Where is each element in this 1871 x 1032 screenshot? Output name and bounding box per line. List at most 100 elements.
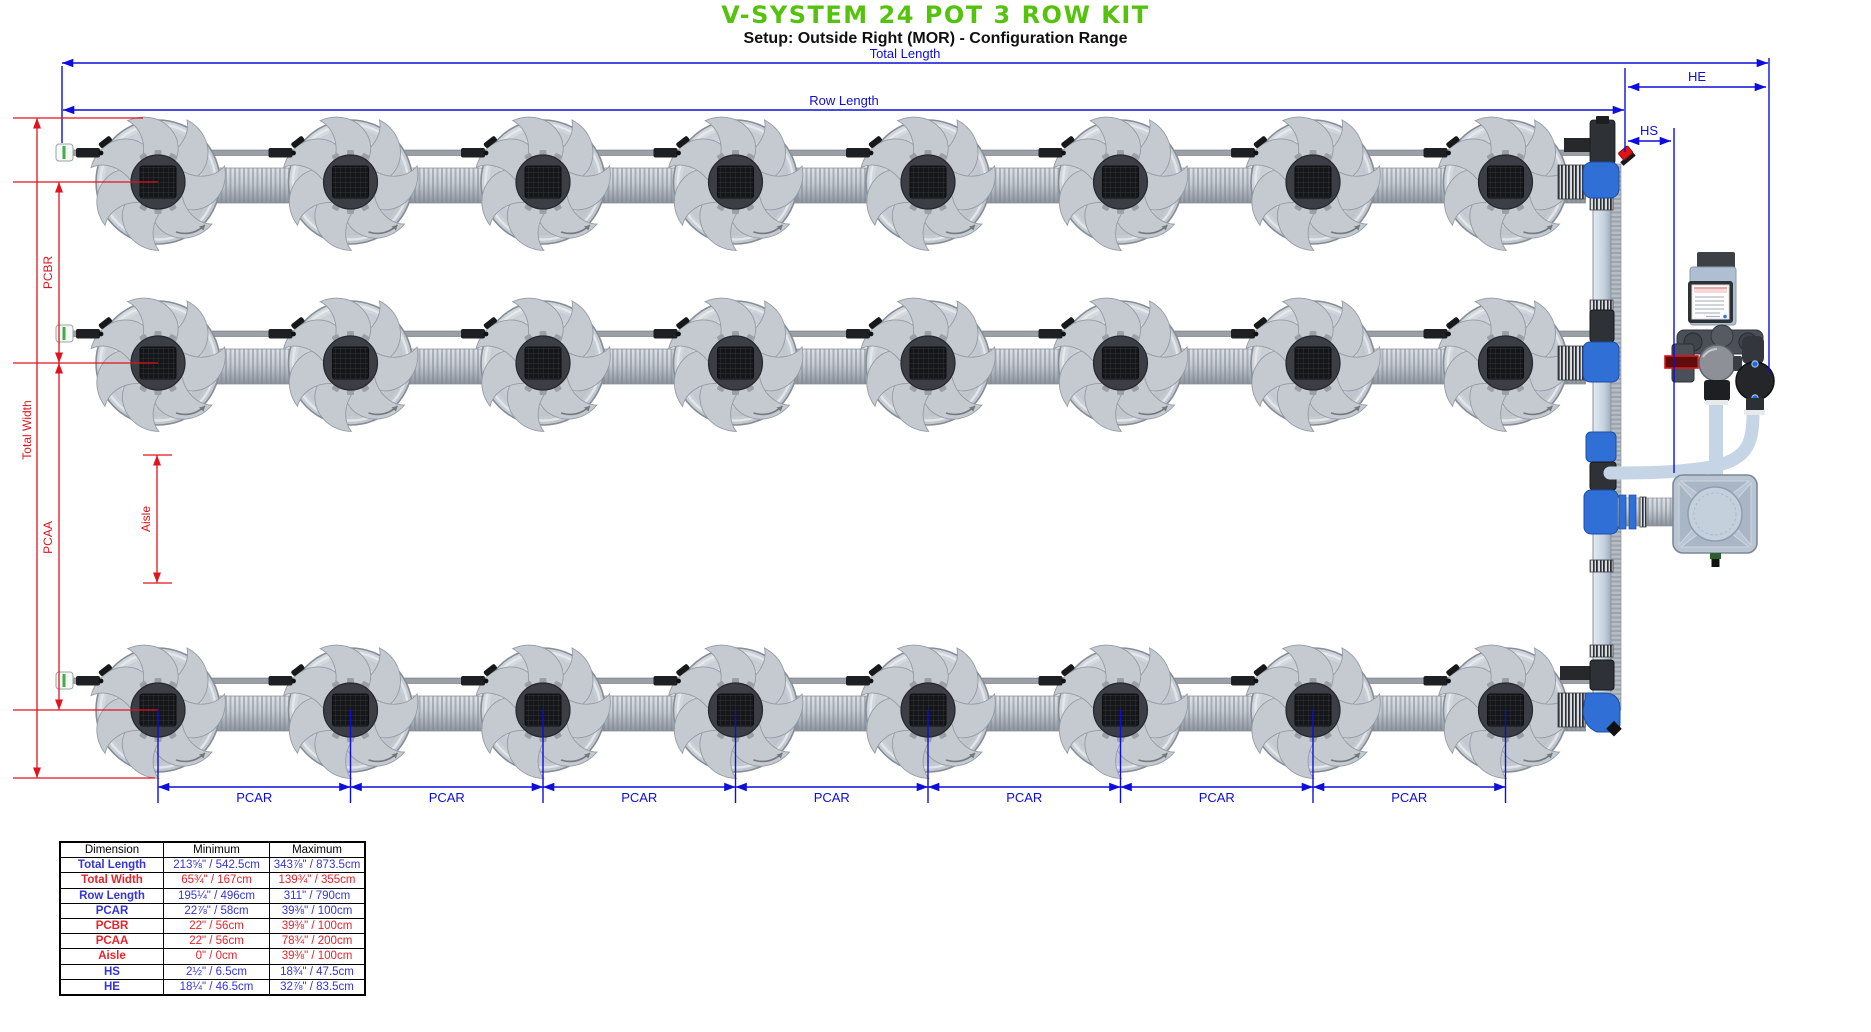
pcar-label: PCAR xyxy=(814,790,850,805)
dripper-barb xyxy=(98,136,112,148)
dripper-barb xyxy=(1446,664,1460,676)
dripper-fitting xyxy=(1423,148,1448,158)
pipe-clamp xyxy=(1589,559,1614,573)
dripper-fitting xyxy=(653,148,678,158)
dimension-max: 311" / 790cm xyxy=(269,887,366,904)
pot xyxy=(664,104,816,259)
pcar-label: PCAR xyxy=(1391,790,1427,805)
blue-clamp xyxy=(1628,494,1637,530)
dripper-barb xyxy=(483,664,497,676)
aisle-label: Aisle xyxy=(139,506,153,532)
dimension-min: 65¾" / 167cm xyxy=(163,872,270,889)
dripper-barb xyxy=(676,664,690,676)
row-length-label: Row Length xyxy=(809,93,878,108)
dimension-min: 18¼" / 46.5cm xyxy=(163,978,270,996)
dimension-min: 22" / 56cm xyxy=(163,933,270,950)
pipe-clamp xyxy=(1589,644,1614,658)
dimension-name: Total Length xyxy=(59,857,164,874)
dripper-barb xyxy=(1253,664,1267,676)
pot xyxy=(1241,104,1393,259)
total-width-label: Total Width xyxy=(20,400,34,459)
pot xyxy=(664,285,816,440)
pcbr-label: PCBR xyxy=(41,255,55,289)
dimension-min: 213⅝" / 542.5cm xyxy=(163,857,270,874)
dimension-max: 39⅜" / 100cm xyxy=(269,917,366,935)
reservoir-lid xyxy=(1687,486,1743,542)
dripper-fitting xyxy=(76,676,100,686)
row3-tee xyxy=(1589,659,1615,691)
dripper-fitting xyxy=(268,329,293,339)
pot-row-1 xyxy=(55,104,1593,259)
pcar-label: PCAR xyxy=(1199,790,1235,805)
dimension-min: 0" / 0cm xyxy=(163,948,270,965)
dripper-barb xyxy=(1446,317,1460,329)
pot xyxy=(279,104,431,259)
pot-row-2 xyxy=(55,285,1593,440)
pot xyxy=(471,285,623,440)
dripper-barb xyxy=(868,664,882,676)
pot xyxy=(1241,285,1393,440)
controller-cap xyxy=(1697,252,1735,269)
pot xyxy=(279,632,431,787)
row3-tee-arm xyxy=(1560,666,1592,680)
pot xyxy=(471,632,623,787)
pot xyxy=(1049,104,1201,259)
dimension-max: 32⅞" / 83.5cm xyxy=(269,978,366,996)
end-cap-stripe xyxy=(62,674,66,687)
dripper-barb xyxy=(291,136,305,148)
row-coupler xyxy=(1557,345,1586,381)
dimension-min: 2½" / 6.5cm xyxy=(163,963,270,980)
dimension-max: 18¾" / 47.5cm xyxy=(269,963,366,980)
top-tee-arm xyxy=(1564,138,1592,152)
pot xyxy=(856,285,1008,440)
page-subtitle: Setup: Outside Right (MOR) - Configurati… xyxy=(743,30,1128,47)
top-tee xyxy=(1589,119,1616,165)
he-label: HE xyxy=(1688,69,1706,84)
pot xyxy=(279,285,431,440)
manifold-assembly xyxy=(1560,116,1636,737)
dripper-fitting xyxy=(76,329,100,339)
blue-clamp xyxy=(1618,494,1627,530)
pot xyxy=(1049,285,1201,440)
dimension-max: 139¾" / 355cm xyxy=(269,872,366,889)
pot-row-3 xyxy=(55,632,1593,787)
pot xyxy=(1049,632,1201,787)
pcar-label: PCAR xyxy=(429,790,465,805)
row2-blue-fitting xyxy=(1582,341,1620,383)
dimension-min: 22⅞" / 58cm xyxy=(163,902,270,919)
row-coupler xyxy=(1557,164,1586,200)
header: V-SYSTEM 24 POT 3 ROW KIT Setup: Outside… xyxy=(0,1,1871,48)
equipment-assembly xyxy=(1603,252,1775,567)
dripper-barb xyxy=(291,664,305,676)
pot xyxy=(664,632,816,787)
end-cap-stripe xyxy=(62,146,66,159)
dripper-barb xyxy=(1253,136,1267,148)
col-header-dimension: Dimension xyxy=(59,841,164,859)
pump-volute xyxy=(1698,344,1736,382)
red-valve xyxy=(1618,145,1636,166)
mid-blue-fitting xyxy=(1585,431,1617,463)
dripper-fitting xyxy=(653,329,678,339)
dimension-name: PCAR xyxy=(59,902,164,919)
page-title: V-SYSTEM 24 POT 3 ROW KIT xyxy=(721,1,1150,29)
dripper-barb xyxy=(1446,136,1460,148)
pump-outlet-fitting xyxy=(1704,380,1730,401)
dimension-name: Total Width xyxy=(59,872,164,889)
col-header-minimum: Minimum xyxy=(163,841,270,859)
pcar-label: PCAR xyxy=(1006,790,1042,805)
pcar-label: PCAR xyxy=(621,790,657,805)
pot xyxy=(471,104,623,259)
dripper-fitting xyxy=(846,329,870,339)
row1-elbow-fitting xyxy=(1582,161,1620,199)
filter-elbow xyxy=(1742,336,1764,364)
dimension-annotations: Total Length Row Length HE HS xyxy=(61,46,1770,473)
dripper-barb xyxy=(483,317,497,329)
pot-rows xyxy=(55,104,1593,787)
dripper-barb xyxy=(868,317,882,329)
